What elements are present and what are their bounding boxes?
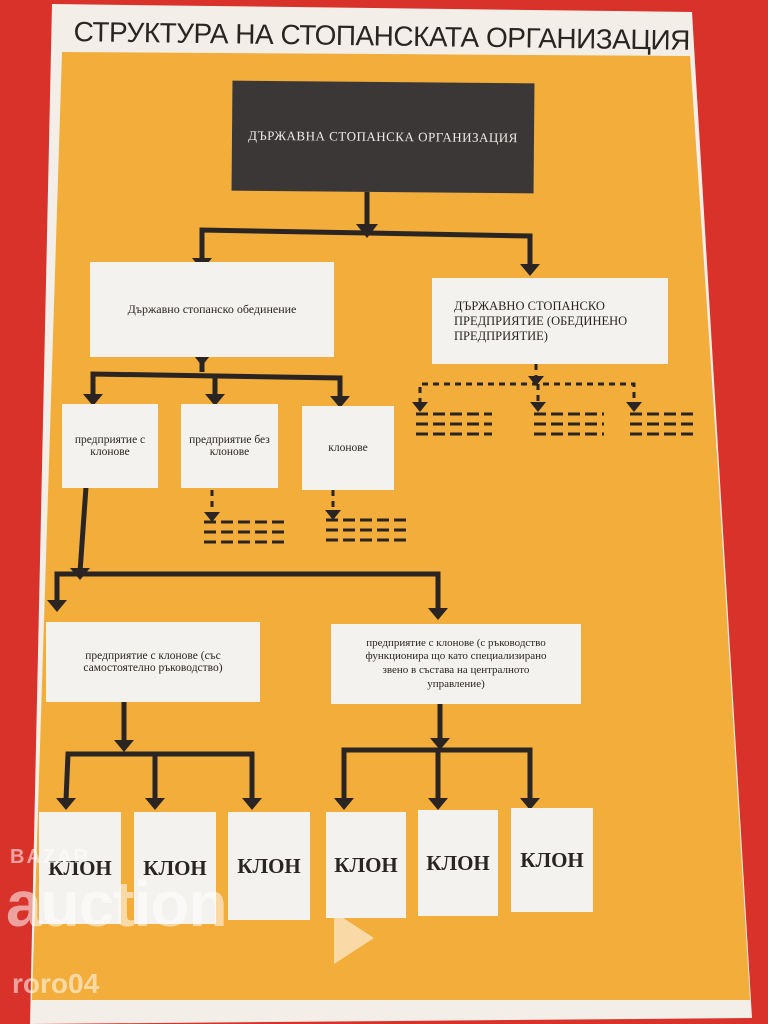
box-root-label: ДЪРЖАВНА СТОПАНСКА ОРГАНИЗАЦИЯ [248, 127, 518, 146]
watermark-brand-top: BAZAR [10, 846, 90, 868]
box-branch-3-label: КЛОН [237, 853, 301, 878]
box-state-economic-enterprise: ДЪРЖАВНО СТОПАНСКО ПРЕДПРИЯТИЕ (ОБЕДИНЕН… [432, 278, 668, 364]
box-branch-4-label: КЛОН [334, 852, 398, 877]
solid-connectors [54, 192, 533, 801]
box-enterprise-with-branches: предприятие с клонове [62, 404, 158, 488]
box-branch-1: КЛОН [39, 812, 121, 924]
box-branch-3: КЛОН [228, 812, 310, 920]
box-enterprise-label: ДЪРЖАВНО СТОПАНСКО ПРЕДПРИЯТИЕ (ОБЕДИНЕН… [454, 298, 628, 343]
box-state-economic-organization: ДЪРЖАВНА СТОПАНСКА ОРГАНИЗАЦИЯ [231, 80, 535, 194]
box-branch-4: КЛОН [326, 812, 406, 918]
box-state-economic-association: Държавно стопанско обединение [90, 262, 334, 357]
box-branches-label: клонове [328, 442, 368, 454]
box-enterprise-independent-management: предприятие с клонове (със самостоятелно… [46, 622, 260, 702]
box-ent-independent-label: предприятие с клонове (със самостоятелно… [83, 650, 223, 674]
watermark-brand: auction [6, 868, 228, 940]
box-ent-without-branches-label: предприятие без клонове [189, 434, 270, 458]
box-branch-5: КЛОН [418, 810, 498, 916]
box-association-label: Държавно стопанско обединение [127, 302, 297, 316]
dashed-arrowheads [204, 376, 642, 522]
box-enterprise-without-branches: предприятие без клонове [181, 404, 278, 488]
box-branches: клонове [302, 406, 394, 490]
watermark-user: roro04 [12, 968, 100, 999]
box-branch-1-label: КЛОН [48, 855, 112, 880]
box-ent-with-branches-label: предприятие с клонове [74, 434, 146, 458]
box-ent-specialized-label: предприятие с клонове (с ръководство фун… [365, 636, 547, 690]
watermark-play-icon [334, 912, 374, 964]
box-branch-2-label: КЛОН [143, 855, 207, 880]
box-enterprise-specialized-unit: предприятие с клонове (с ръководство фун… [331, 624, 581, 704]
box-branch-5-label: КЛОН [426, 850, 490, 875]
dashed-placeholder-lines [204, 412, 698, 544]
box-branch-6: КЛОН [511, 808, 593, 912]
box-branch-6-label: КЛОН [520, 847, 584, 872]
box-branch-2: КЛОН [134, 812, 216, 924]
